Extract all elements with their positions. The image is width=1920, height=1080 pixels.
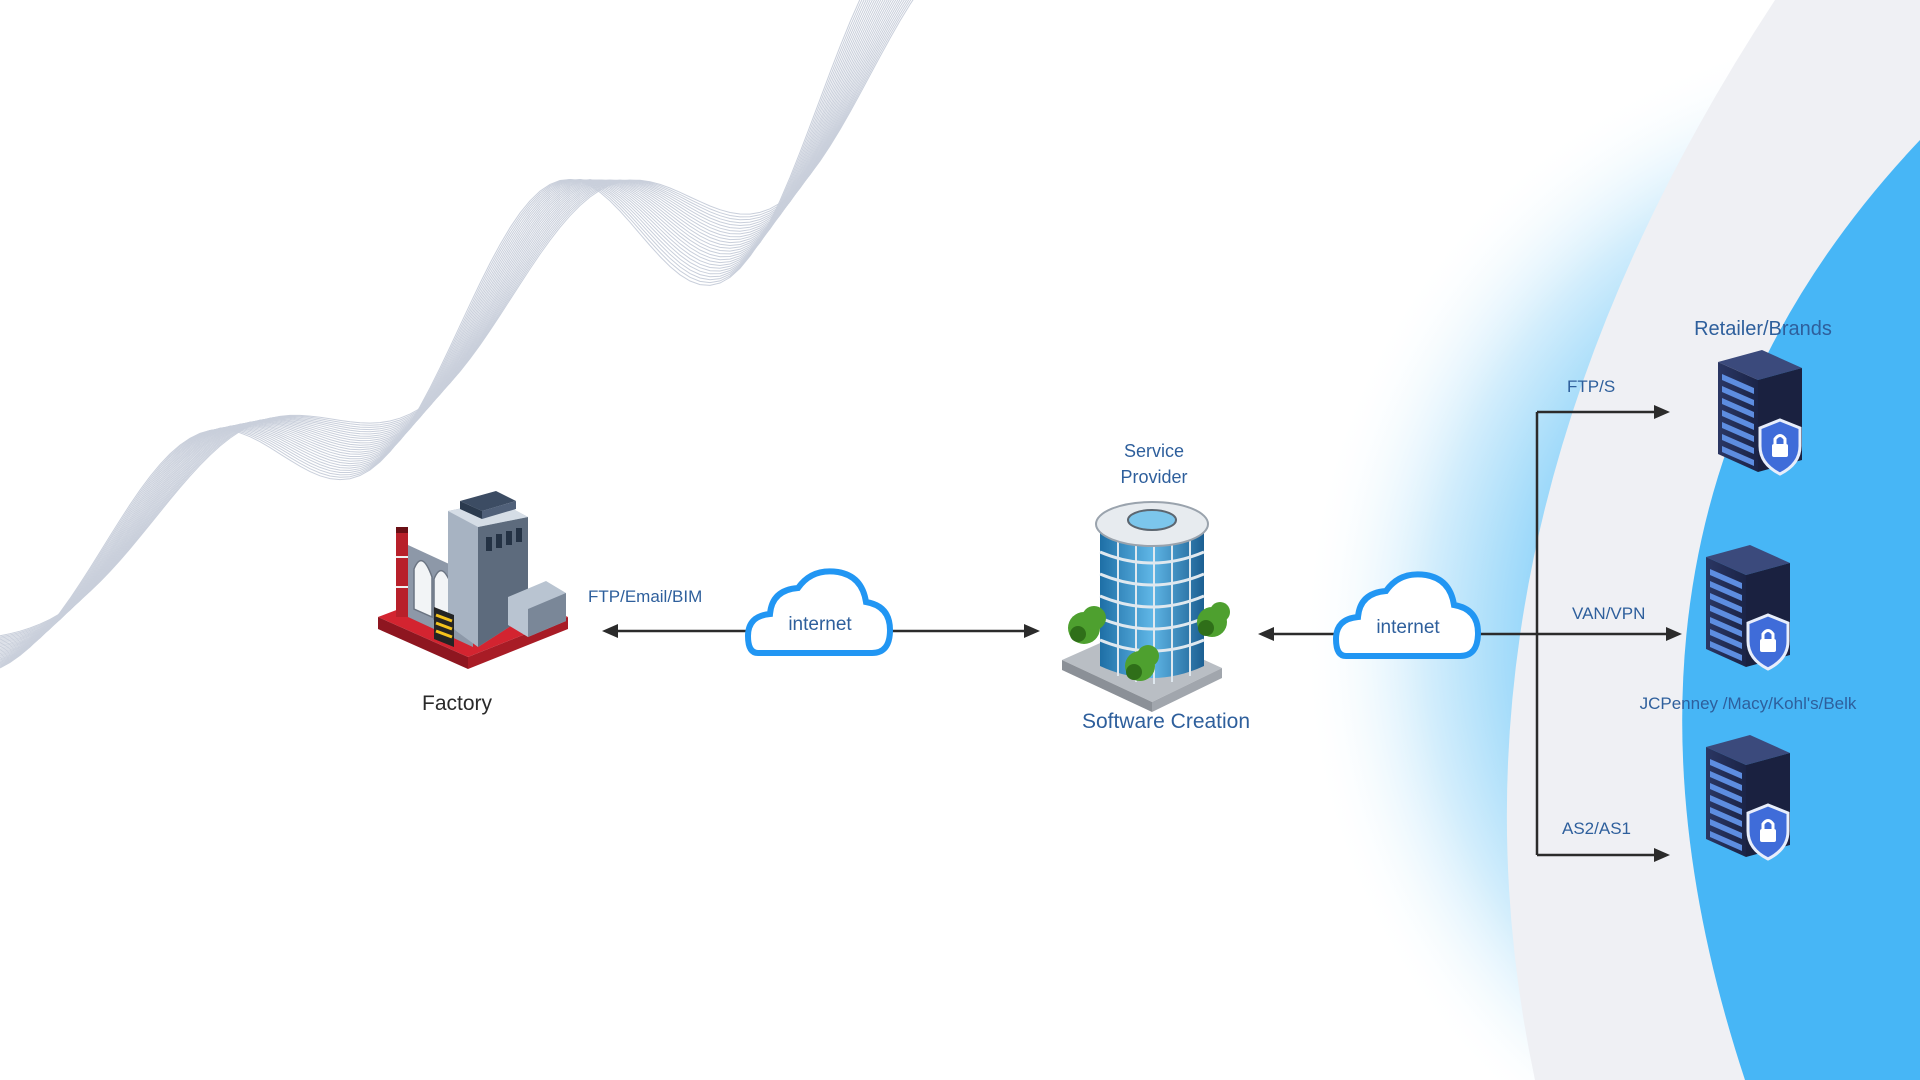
arrowhead-top [1654,405,1670,419]
wave-line [0,0,861,669]
arrowhead-to-service [1024,624,1040,638]
service-provider-title: Service Provider [1120,441,1188,487]
server-icon [1706,735,1790,861]
cloud-icon [1332,571,1482,659]
server-icon [1706,545,1790,671]
wave-line [0,0,895,649]
factory-label: Factory [421,692,493,715]
wave-line [0,0,903,643]
protocol-bottom: AS2/AS1 [1562,819,1631,838]
retailer-servers [1706,350,1802,861]
office-building-icon [1062,501,1230,712]
protocol-factory-link: FTP/Email/BIM [588,587,703,606]
arrowhead-middle [1666,627,1682,641]
wave-line [0,0,865,667]
background-decoration [1200,0,1920,1080]
arrowhead-to-software [1258,627,1274,641]
software-creation-label: Software Creation [1081,710,1251,733]
connectors [602,405,1682,862]
wave-line [0,0,901,645]
server-icon [1718,350,1802,476]
protocol-top: FTP/S [1567,377,1616,396]
cloud-right-label: internet [1376,617,1440,638]
retailer-brands-title: Retailer/Brands [1694,318,1832,340]
wave-line [0,0,863,668]
retailer-names-label: JCPenney /Macy/Kohl's/Belk [1639,694,1857,713]
wave-line [0,0,899,646]
cloud-left-label: internet [788,614,852,635]
protocol-middle: VAN/VPN [1572,604,1646,623]
cloud-icon [744,568,894,656]
factory-icon [378,491,568,669]
internet-cloud-left [744,568,894,656]
internet-cloud-right [1332,571,1482,659]
wave-line [0,0,897,648]
arrowhead-to-factory [602,624,618,638]
wave-lines-decoration [0,0,914,669]
arrowhead-bottom [1654,848,1670,862]
